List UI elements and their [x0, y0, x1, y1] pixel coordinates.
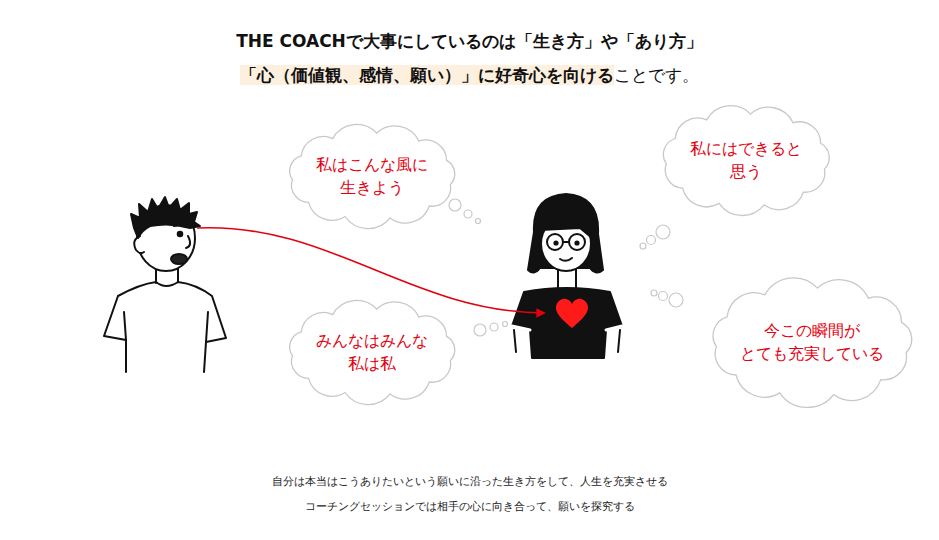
note-text: コーチングセッションでは相手の心に向き合って、願いを探究する	[0, 499, 939, 514]
cloud-outline	[283, 300, 461, 404]
highlight-text: 「心（価値観、感情、願い）」に好奇心を向ける	[240, 65, 614, 85]
man-figure	[104, 197, 226, 372]
thought-cloud: 私はこんな風に 生きよう	[283, 124, 461, 228]
cloud-shape	[663, 106, 829, 216]
cloud-shape	[290, 124, 455, 228]
thought-text: みんなはみんな 私は私	[311, 329, 433, 375]
cloud-outline	[707, 279, 917, 405]
thought-bubbles	[449, 199, 683, 336]
cloud-shape	[713, 278, 912, 408]
cloud-shape	[290, 300, 455, 404]
title: THE COACHで大事にしているのは「生き方」や「あり方」	[0, 30, 939, 53]
thought-cloud: 私にはできると 思う	[657, 105, 835, 215]
heart	[556, 299, 588, 328]
cloud-outline	[283, 124, 461, 228]
woman-figure	[512, 194, 622, 358]
note-text: 自分は本当はこうありたいという願いに沿った生き方をして、人生を充実させる	[0, 474, 939, 489]
thought-text: 私にはできると 思う	[685, 137, 807, 183]
thought-cloud: みんなはみんな 私は私	[283, 300, 461, 404]
thought-cloud: 今この瞬間が とても充実している	[707, 279, 917, 405]
subtitle-text: ことです。	[614, 65, 699, 85]
thought-text: 今この瞬間が とても充実している	[736, 319, 888, 365]
cloud-outline	[657, 105, 835, 215]
thought-text: 私はこんな風に 生きよう	[311, 153, 433, 199]
voice-arrow	[197, 228, 544, 313]
subtitle-line: 「心（価値観、感情、願い）」に好奇心を向けることです。	[0, 64, 939, 87]
